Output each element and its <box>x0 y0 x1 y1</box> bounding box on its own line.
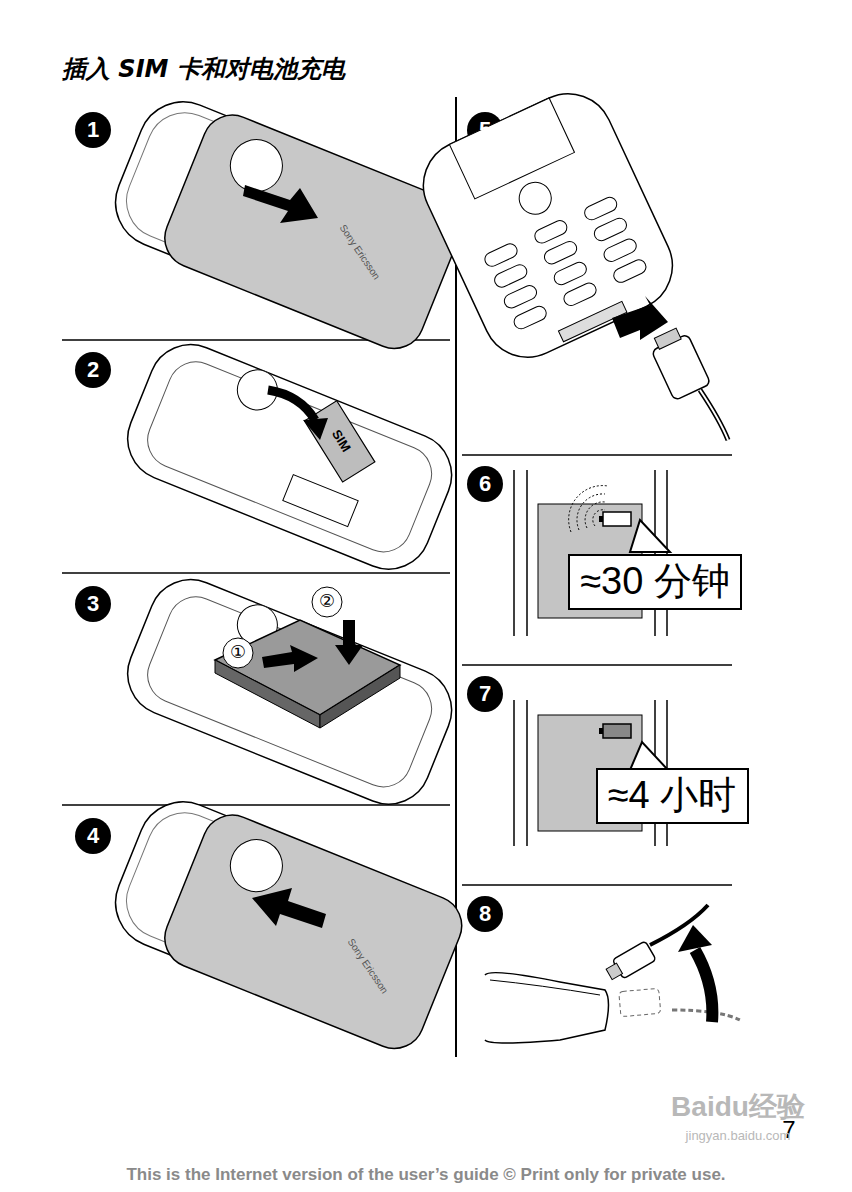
step-number: 2 <box>87 358 99 382</box>
callout-number: ② <box>319 592 335 612</box>
watermark: jingyan.baidu.com <box>686 1129 791 1143</box>
callout-box: ≈30 分钟 <box>568 554 742 610</box>
callout-box: ≈4 小时 <box>596 768 749 824</box>
footer-note: This is the Internet version of the user… <box>126 1166 725 1185</box>
callout-number: ① <box>230 643 246 663</box>
step-number: 5 <box>479 118 491 142</box>
step-number: 8 <box>479 902 491 926</box>
step-number: 3 <box>87 592 99 616</box>
step-number: 6 <box>479 472 491 496</box>
duration-text: ≈4 小时 <box>608 775 737 817</box>
step-number: 7 <box>479 682 491 706</box>
duration-text: ≈30 分钟 <box>580 561 730 603</box>
step-number: 1 <box>87 118 99 142</box>
watermark: Baidu经验 <box>671 1092 805 1123</box>
page-title: 插入 SIM 卡和对电池充电 <box>62 56 345 82</box>
step-number: 4 <box>87 824 99 848</box>
